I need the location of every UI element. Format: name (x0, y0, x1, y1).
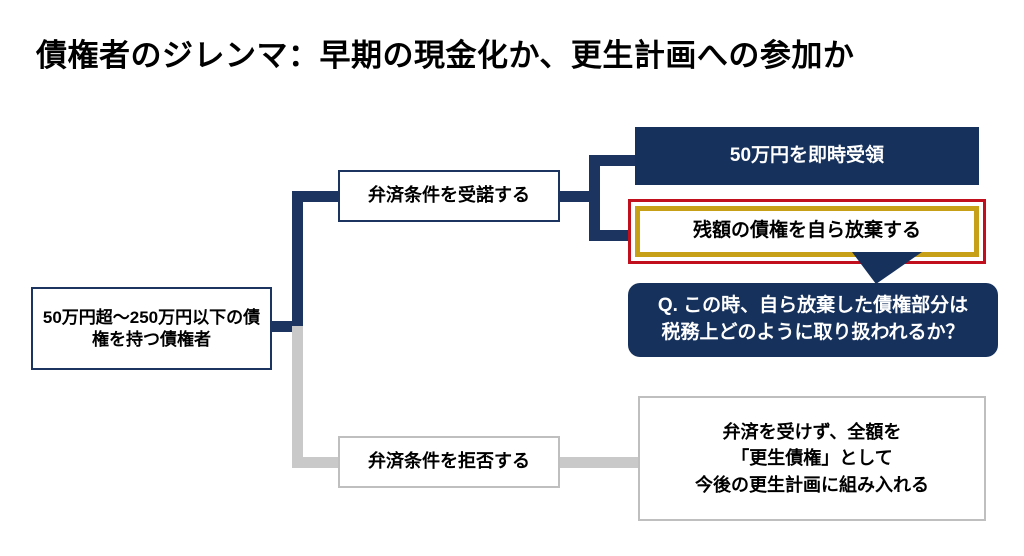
callout-question: Q. この時、自ら放棄した債権部分は 税務上どのように取り扱われるか？ (628, 283, 998, 357)
node-waive-remainder-label: 残額の債権を自ら放棄する (692, 220, 921, 242)
node-accept[interactable]: 弁済条件を受諾する (338, 170, 560, 222)
connector-root-to-accept-vertical (292, 191, 303, 332)
connector-accept-split-vertical (589, 155, 600, 241)
connector-to-waive-remainder (589, 230, 634, 241)
node-root[interactable]: 50万円超〜250万円以下の債権を持つ債権者 (31, 287, 272, 370)
node-rehabilitation-claim[interactable]: 弁済を受けず、全額を 「更生債権」として 今後の更生計画に組み入れる (638, 396, 986, 521)
connector-accept-horizontal (292, 191, 342, 202)
callout-tail-icon (852, 252, 922, 284)
node-rehabilitation-claim-label: 弁済を受けず、全額を 「更生債権」として 今後の更生計画に組み入れる (695, 422, 929, 495)
callout-question-text: Q. この時、自ら放棄した債権部分は 税務上どのように取り扱われるか？ (657, 295, 969, 343)
node-root-label: 50万円超〜250万円以下の債権を持つ債権者 (42, 307, 261, 349)
connector-refuse-horizontal (292, 457, 342, 468)
connector-accept-stub (560, 191, 600, 202)
connector-root-to-refuse-vertical (292, 326, 303, 468)
node-refuse-label: 弁済条件を拒否する (368, 451, 530, 472)
node-immediate-receipt-label: 50万円を即時受領 (729, 144, 885, 166)
connector-root-stub (270, 321, 292, 332)
node-waive-remainder-inner: 残額の債権を自ら放棄する (635, 206, 979, 257)
node-refuse[interactable]: 弁済条件を拒否する (338, 436, 560, 488)
node-accept-label: 弁済条件を受諾する (368, 185, 530, 206)
node-immediate-receipt[interactable]: 50万円を即時受領 (635, 127, 979, 185)
page-title: 債権者のジレンマ：早期の現金化か、更生計画への参加か (36, 38, 855, 73)
connector-refuse-to-outcome (560, 457, 638, 468)
node-waive-remainder[interactable]: 残額の債権を自ら放棄する (628, 199, 986, 264)
connector-to-immediate-receipt (589, 155, 639, 166)
